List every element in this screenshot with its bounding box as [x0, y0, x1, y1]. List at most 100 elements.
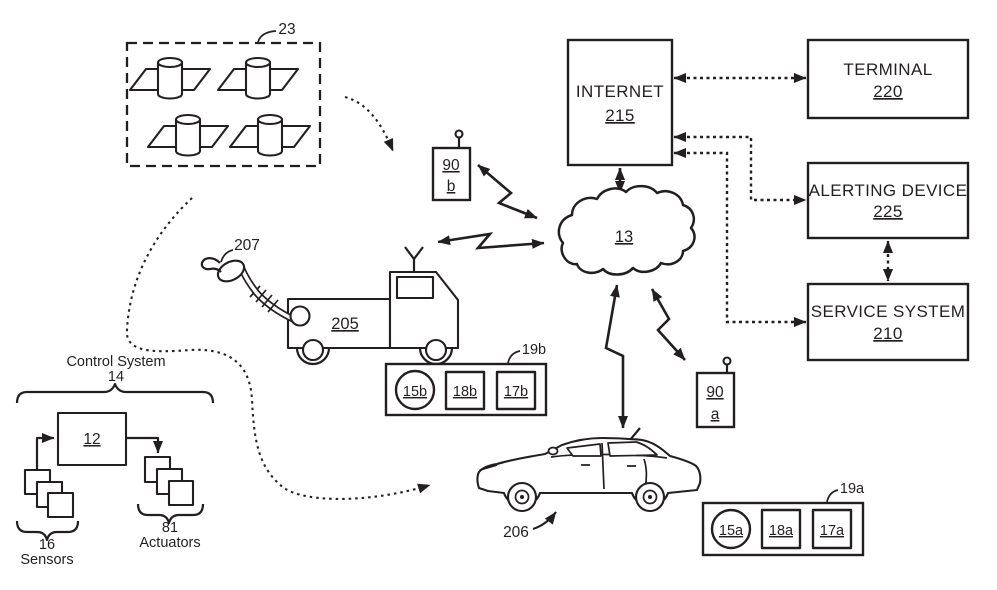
car-front-hub-dot [520, 495, 524, 499]
satellite-group-frame [125, 41, 322, 168]
terminal-ref: 220 [873, 82, 903, 101]
truck-window [395, 275, 435, 300]
alerting-device-ref: 225 [873, 202, 903, 221]
car-node: 206 [476, 427, 702, 541]
module-b-item-square [495, 370, 537, 411]
module-a-item-2: 17a [820, 523, 845, 539]
satellite-group-ref: 23 [278, 21, 295, 38]
transceiver-a-num: 90 [706, 384, 724, 401]
internet-node: INTERNET 215 [566, 38, 674, 167]
service-system-ref: 210 [873, 324, 903, 343]
arm-claw [200, 257, 222, 273]
transceiver-b-suffix: b [447, 178, 456, 195]
arm-base-joint [289, 305, 311, 327]
control-system: Control System 14 12 16 Sensors 81 Actua… [15, 354, 215, 568]
transceiver-a-suffix: a [711, 406, 720, 423]
wireless-link-cloud-90a [650, 288, 686, 361]
wireless-link-truck-cloud [437, 232, 545, 250]
module-b-item-square [444, 370, 486, 411]
cloud-ref: 13 [615, 228, 633, 246]
module-b-item-0: 15b [403, 384, 427, 400]
terminal-label: TERMINAL [843, 60, 932, 79]
truck-front-wheel [424, 338, 448, 362]
car-rear-window [607, 441, 658, 457]
module-b-ref: 19b [522, 342, 546, 358]
module-b: 15b 18b 17b 19b [384, 342, 548, 417]
sensors-label: Sensors [20, 552, 73, 568]
module-a-item-circle [710, 508, 752, 550]
car-headlight [479, 464, 498, 471]
robot-arm-ref: 207 [234, 237, 260, 254]
car-antenna [629, 427, 641, 441]
satellite-icon [228, 113, 312, 157]
actuator-square [167, 479, 195, 507]
sensors-num: 16 [39, 537, 55, 553]
transceiver-b-num: 90 [442, 157, 460, 174]
control-system-ref: 14 [108, 369, 124, 385]
alerting-device-label: ALERTING DEVICE [809, 181, 968, 200]
car-mirror [547, 446, 559, 456]
alerting-device-box [806, 161, 970, 240]
transceiver-a-box [695, 371, 736, 429]
internet-box [566, 38, 674, 167]
satellite-icon [216, 56, 300, 100]
leader-207 [220, 249, 234, 263]
sensor-square [46, 491, 75, 519]
link-internet-service [673, 148, 807, 327]
satellite-to-car-arrow [125, 197, 431, 500]
satellite-icon [128, 56, 212, 100]
internet-ref: 215 [605, 106, 635, 125]
service-system-node: SERVICE SYSTEM 210 [806, 282, 970, 362]
antenna-a-tip [722, 356, 732, 366]
truck-node: 205 [286, 246, 460, 366]
internet-label: INTERNET [576, 82, 664, 101]
transceiver-a-node: 90 a [695, 356, 736, 429]
car-rear-hub-dot [648, 495, 652, 499]
control-system-brace [15, 382, 215, 404]
truck-antenna [404, 246, 424, 272]
controller-ref: 12 [83, 431, 100, 448]
transceiver-b-node: 90 b [431, 129, 472, 202]
leader-19a [826, 489, 839, 503]
car-front-window [566, 443, 602, 457]
module-a-ref: 19a [840, 481, 865, 497]
service-system-box [806, 282, 970, 362]
car-ref: 206 [503, 524, 529, 541]
module-a-item-square [760, 508, 802, 550]
transceiver-b-box [431, 146, 472, 202]
sensors-to-controller-arrow [35, 433, 55, 470]
module-a-item-0: 15a [719, 523, 744, 539]
satellite-constellation: 23 [125, 21, 322, 168]
control-system-title: Control System [66, 354, 165, 370]
module-a: 15a 18a 17a 19a [701, 481, 865, 557]
controller-to-actuators-arrow [126, 436, 163, 454]
module-b-item-2: 17b [504, 384, 528, 400]
arm-head [216, 259, 246, 283]
antenna-b-tip [454, 129, 464, 139]
satellite-icon [146, 113, 230, 157]
actuators-brace [136, 503, 205, 525]
module-a-item-square [811, 508, 853, 550]
actuators-num: 81 [162, 520, 178, 536]
robot-arm: 207 [200, 237, 311, 327]
service-system-label: SERVICE SYSTEM [811, 302, 966, 321]
truck-rear-arch [295, 347, 331, 366]
module-a-item-1: 18a [769, 523, 794, 539]
terminal-box [806, 38, 970, 120]
network-cloud: 13 [557, 184, 696, 276]
leader-206-arrow [532, 511, 557, 531]
car-door-handles [581, 464, 636, 467]
alerting-device-node: ALERTING DEVICE 225 [806, 161, 970, 240]
wireless-link-cloud-car [604, 284, 628, 429]
terminal-node: TERMINAL 220 [806, 38, 970, 120]
leader-23 [257, 30, 277, 43]
actuators-label: Actuators [139, 535, 200, 551]
cloud-outline [557, 184, 696, 276]
module-b-item-circle [394, 369, 436, 411]
wireless-link-90b-cloud [477, 164, 538, 220]
truck-ref: 205 [331, 315, 359, 333]
sensors-brace [15, 520, 80, 542]
module-b-item-1: 18b [453, 384, 477, 400]
